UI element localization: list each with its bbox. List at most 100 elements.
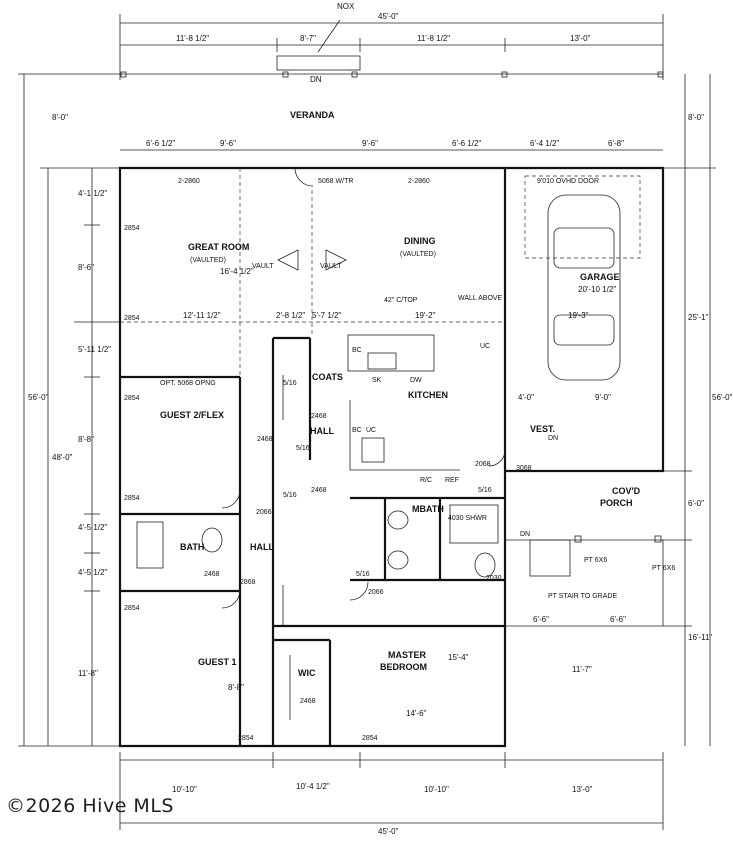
top-segment-label: 13'-0"	[570, 34, 591, 43]
bottom-tick-marks	[119, 752, 664, 830]
hall-label: HALL	[310, 426, 334, 436]
top-segment-label: 11'-8 1/2"	[176, 34, 209, 43]
veranda-segment-label: 6'-4 1/2"	[530, 139, 559, 148]
post-label: PT 6X6	[652, 565, 675, 572]
left-tick-marks	[18, 73, 120, 747]
window-code: 2854	[238, 735, 254, 742]
great-room-dim: 16'-4 1/2"	[220, 267, 254, 276]
door-code: 2468	[300, 698, 316, 705]
post-marker	[657, 71, 664, 78]
coats-label: COATS	[312, 372, 343, 382]
closet-shelves	[282, 375, 291, 720]
kitchen-width-dim: 19'-2"	[415, 311, 436, 320]
window-code: 2854	[124, 395, 140, 402]
kitchen-label: KITCHEN	[408, 390, 448, 400]
post-label: PT 6X6	[584, 557, 607, 564]
house-exterior-wall	[118, 166, 507, 748]
door-code: 2868	[240, 579, 256, 586]
vault-arrow-icon	[277, 249, 299, 271]
tub-icon	[136, 521, 164, 569]
bottom-segment-label: 10'-4 1/2"	[296, 782, 330, 791]
door-swing	[221, 489, 241, 509]
guest2-label: GUEST 2/FLEX	[160, 410, 224, 420]
kitchen-counter	[349, 400, 460, 471]
bottom-segment-label: 10'-10"	[172, 785, 197, 794]
left-segment: 8'-8"	[78, 435, 94, 444]
appliance-label: REF	[445, 477, 459, 484]
garage-dim2: 19'-3"	[568, 311, 589, 320]
car-icon	[547, 194, 621, 381]
appliance-label: BC	[352, 347, 362, 354]
left-house-depth: 48'-0"	[52, 453, 73, 462]
right-tick-marks	[505, 167, 716, 627]
master-sub: BEDROOM	[380, 662, 427, 672]
appliance-label: DW	[410, 377, 422, 384]
guest1-dim: 8'-8"	[228, 683, 244, 692]
garage-inner-dim: 9'-0"	[595, 393, 611, 402]
door-swing	[294, 167, 314, 187]
porch-outline	[505, 539, 664, 626]
left-segment: 4'-1 1/2"	[78, 189, 107, 198]
left-segment: 4'-5 1/2"	[78, 523, 107, 532]
veranda-segment-label: 9'-6"	[362, 139, 378, 148]
appliance-label: BC	[352, 427, 362, 434]
door-code: 2068	[475, 461, 491, 468]
closet-code: 5/16	[478, 487, 492, 494]
left-veranda-depth: 8'-0"	[52, 113, 68, 122]
garage-label: GARAGE	[580, 272, 620, 282]
top-segment-label: 11'-8 1/2"	[417, 34, 450, 43]
post-marker	[351, 71, 358, 78]
right-rear-inner: 11'-7"	[572, 665, 592, 674]
window-code: 2854	[124, 495, 140, 502]
nox-leader	[317, 19, 341, 53]
toilet-icon	[201, 527, 223, 553]
toilet-icon	[474, 552, 496, 578]
hall-label: HALL	[250, 542, 274, 552]
door-swing	[488, 449, 506, 467]
dn-label: DN	[548, 435, 558, 442]
left-segment: 8'-6"	[78, 263, 94, 272]
window-code: 2854	[124, 605, 140, 612]
vault-label: VAULT	[252, 263, 274, 270]
appliance-label: SK	[372, 377, 382, 384]
watermark: ©2026 Hive MLS	[6, 795, 174, 817]
post-marker	[501, 71, 508, 78]
overall-width-bottom: 45'-0"	[378, 827, 399, 836]
interior-walls	[120, 336, 505, 746]
appliance-label: UC	[480, 343, 490, 350]
overall-width-top: 45'-0"	[378, 12, 399, 21]
right-porch-depth: 6'-0"	[688, 499, 704, 508]
post-marker	[120, 71, 127, 78]
door-code: 2030	[486, 575, 502, 582]
dn-label: DN	[310, 75, 322, 84]
nox-label: NOX	[337, 2, 355, 11]
left-segment: 11'-8"	[78, 669, 98, 678]
top-tick-marks	[119, 14, 664, 80]
veranda-segment-label: 6'-6 1/2"	[146, 139, 175, 148]
stair-label: PT STAIR TO GRADE	[548, 593, 617, 600]
porch-label: COV'D	[612, 486, 641, 496]
opening-label: OPT. 5068 OPNG	[160, 380, 216, 387]
closet-code: 5/16	[283, 492, 297, 499]
sink-icon	[387, 510, 409, 530]
porch-stair	[529, 539, 571, 577]
sink-icon	[387, 550, 409, 570]
door-code: 2066	[368, 589, 384, 596]
right-garage-depth: 25'-1"	[688, 313, 709, 322]
great-room-label: GREAT ROOM	[188, 242, 249, 252]
vest-label: VEST.	[530, 424, 555, 434]
vest-dim: 4'-0"	[518, 393, 534, 402]
bottom-segment-label: 13'-0"	[572, 785, 593, 794]
door-swing	[349, 581, 369, 601]
window-label: 2-2860	[178, 178, 200, 185]
vault-arrow-icon	[325, 249, 347, 271]
wall-above-label: WALL ABOVE	[458, 295, 503, 302]
closet-code: 5/16	[283, 380, 297, 387]
right-rear-depth: 16'-11"	[688, 633, 712, 642]
door-code: 2468	[204, 571, 220, 578]
door-code: 3068	[516, 465, 532, 472]
left-segment: 5'-11 1/2"	[78, 345, 111, 354]
veranda-segment-label: 6'-6 1/2"	[452, 139, 481, 148]
entry-step	[276, 55, 361, 71]
